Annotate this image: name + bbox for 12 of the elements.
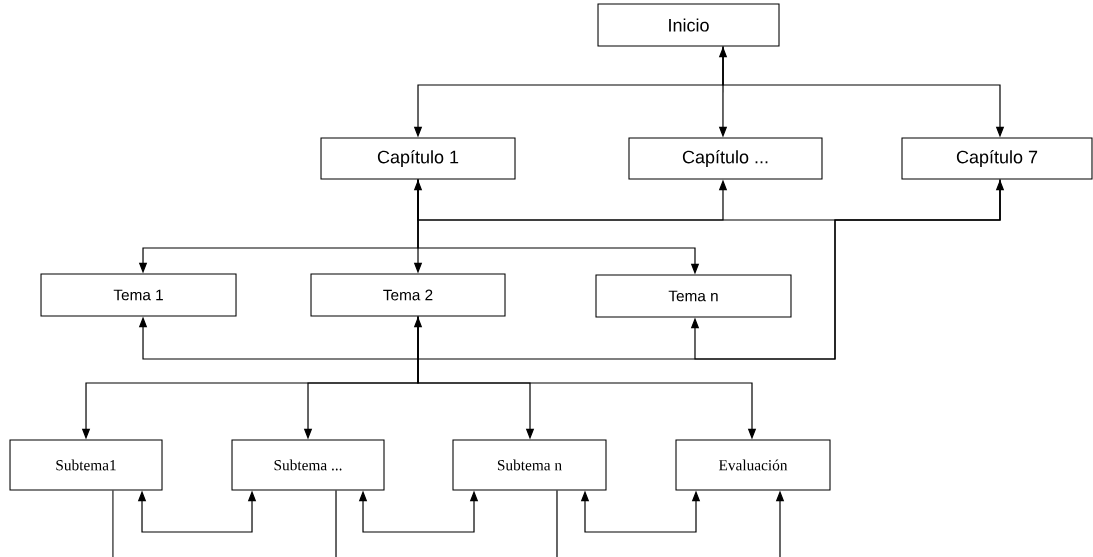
process-box: Subtema n xyxy=(452,439,607,491)
process-box: Capítulo ... xyxy=(628,137,823,180)
process-box: Inicio xyxy=(597,3,780,47)
process-box: Tema n xyxy=(595,274,792,318)
arrow xyxy=(690,178,1001,360)
process-box: Subtema ... xyxy=(231,439,385,491)
process-box: Tema 2 xyxy=(310,273,506,317)
process-box: Capítulo 7 xyxy=(901,137,1093,180)
process-box: Capítulo 1 xyxy=(320,137,516,180)
process-box: Tema 1 xyxy=(40,273,237,317)
process-box: Subtema1 xyxy=(9,439,163,491)
process-box: Evaluación xyxy=(675,439,831,491)
